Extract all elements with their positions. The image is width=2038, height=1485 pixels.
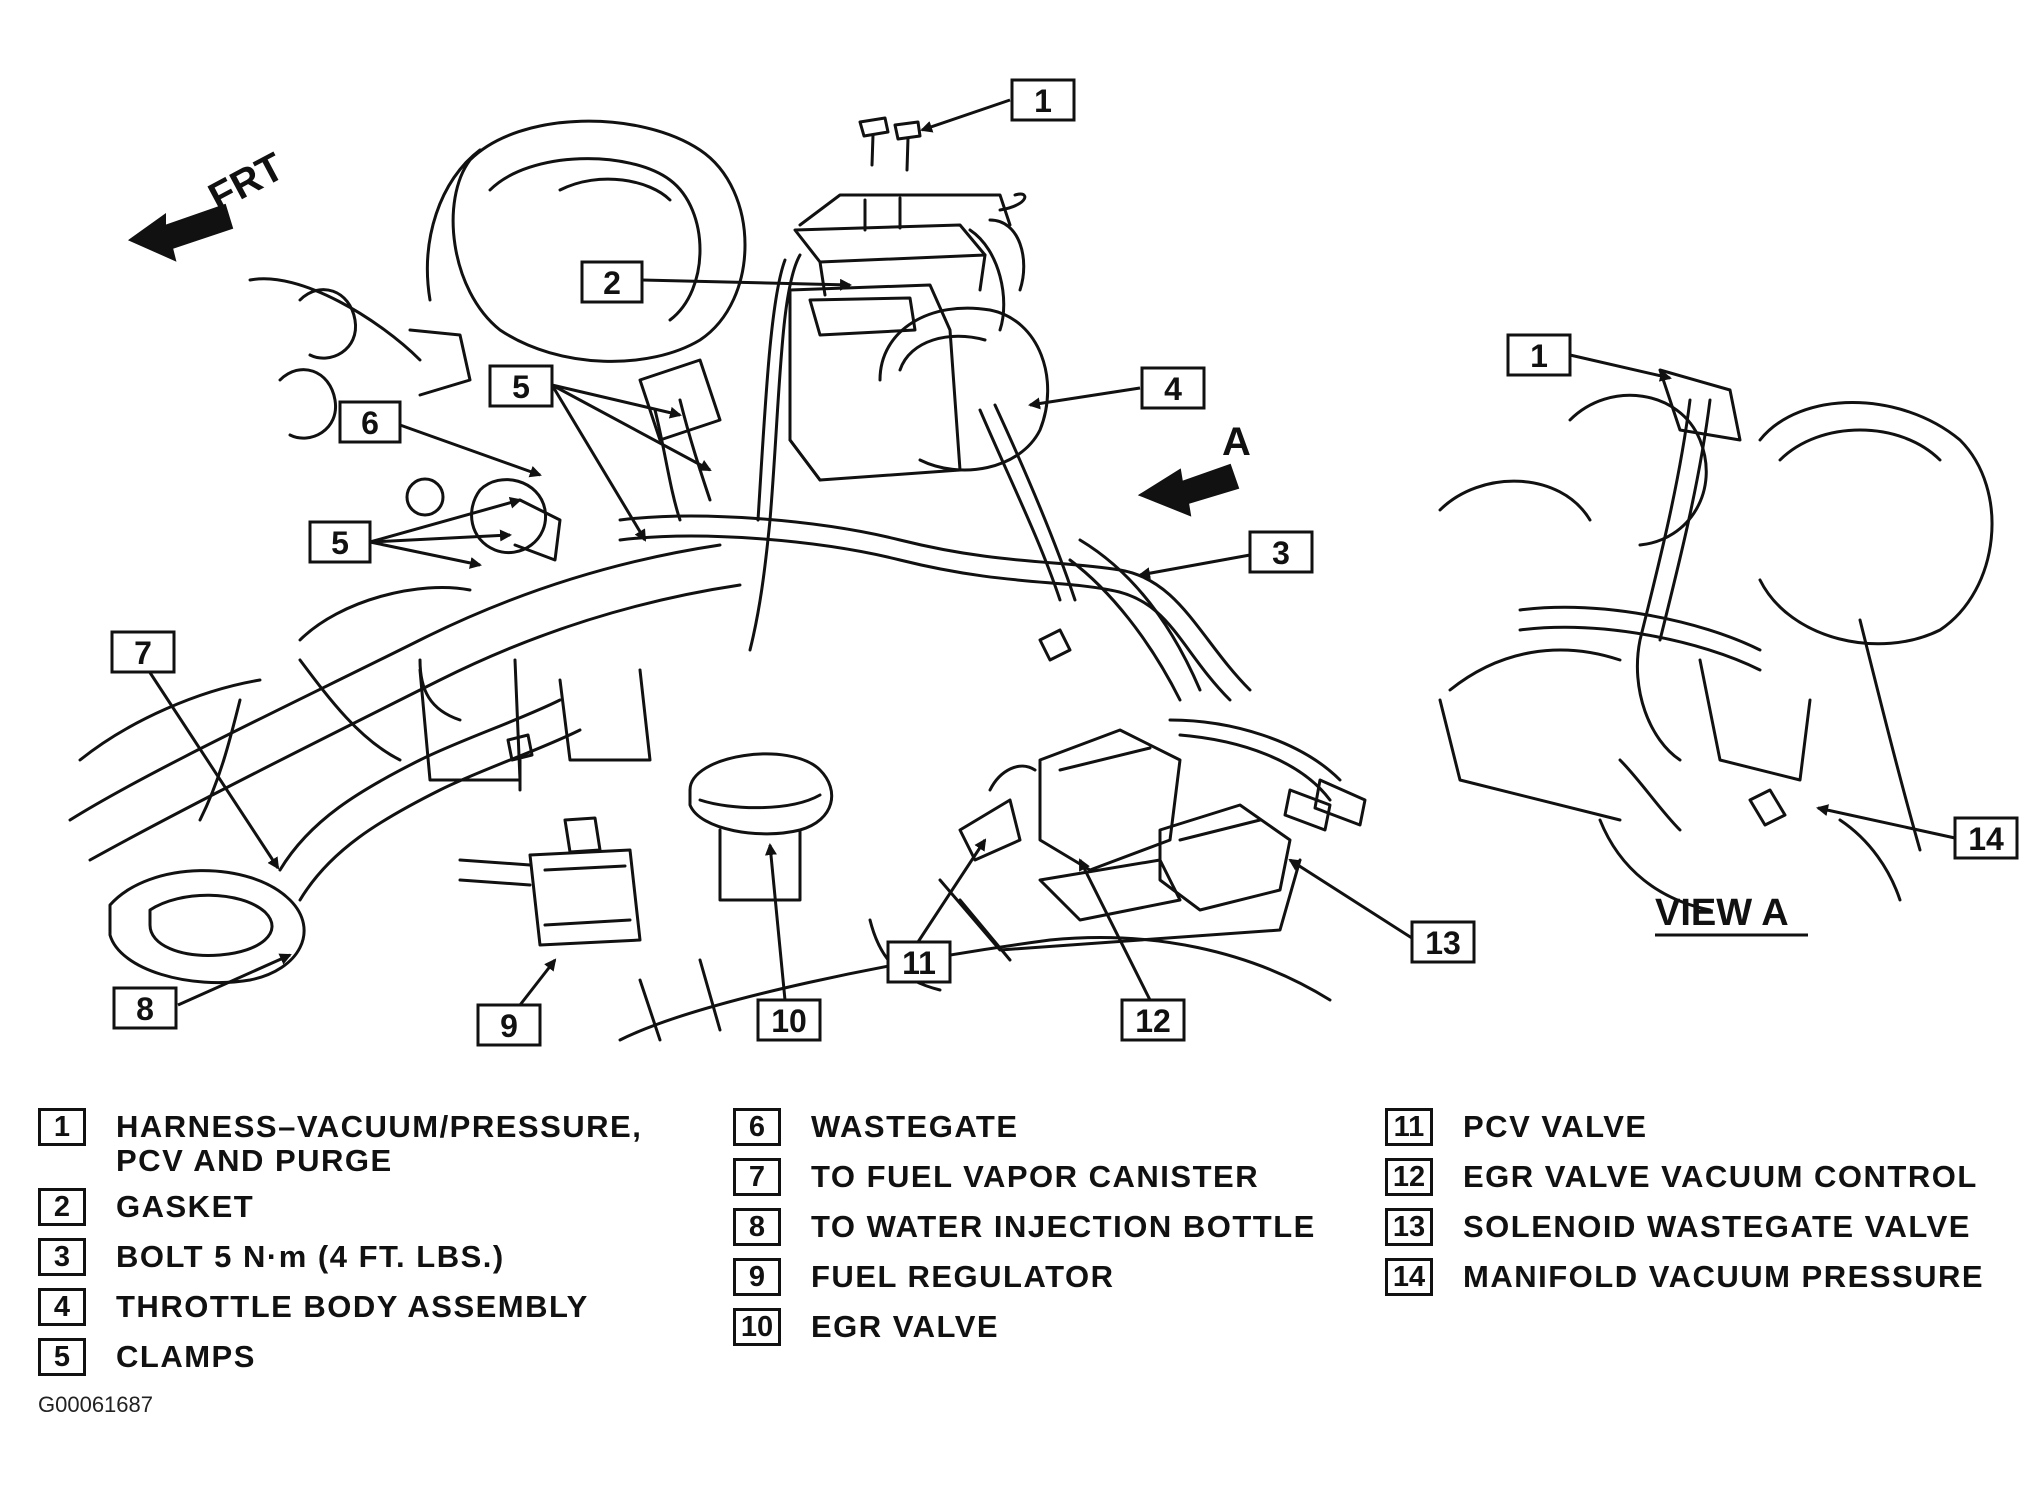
callout-12: 12 — [1135, 1003, 1171, 1039]
view-a-illustration — [1438, 368, 1994, 912]
callout-2: 2 — [603, 265, 621, 301]
view-a-title: VIEW A — [1655, 892, 1789, 934]
engine-illustration — [68, 116, 1367, 1042]
callout-8: 8 — [136, 991, 154, 1027]
callout-4: 4 — [1164, 371, 1182, 407]
callout-5-lower: 5 — [331, 525, 349, 561]
callout-5-upper: 5 — [512, 369, 530, 405]
callout-3: 1 — [1034, 83, 1052, 119]
view-a-direction-arrow: A — [1137, 420, 1251, 517]
callout-1-view-a: 1 — [1530, 338, 1548, 374]
callout-1: 3 — [1272, 535, 1290, 571]
figure-id: G00061687 — [38, 1392, 153, 1417]
callout-9: 9 — [500, 1008, 518, 1044]
callout-6: 6 — [361, 405, 379, 441]
callout-boxes — [110, 78, 2019, 1047]
callout-14: 14 — [1968, 821, 2004, 857]
front-direction-arrow: FRT — [127, 145, 291, 262]
callout-labels: 1 2 4 5 6 5 7 8 9 10 11 12 13 3 1 14 — [134, 83, 2004, 1044]
callout-13: 13 — [1425, 925, 1461, 961]
callout-leaders — [143, 98, 1956, 1007]
callout-7: 7 — [134, 635, 152, 671]
callout-10: 10 — [771, 1003, 807, 1039]
view-a-direction-label: A — [1222, 420, 1251, 464]
callout-11: 11 — [902, 945, 936, 981]
